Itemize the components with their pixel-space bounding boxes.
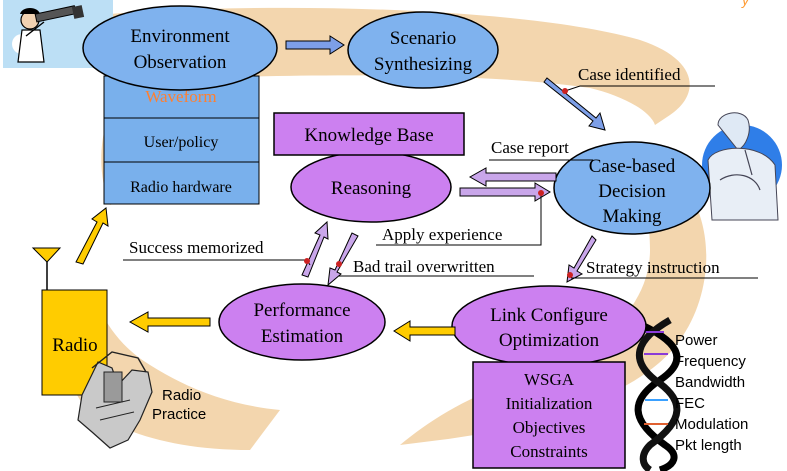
arrow-link-to-performance <box>393 320 456 342</box>
arrow-performance-to-radio <box>128 311 211 333</box>
top-right-fragment: y <box>741 0 750 8</box>
reasoning-label: Reasoning <box>331 178 412 199</box>
radio-practice-line1: Radio <box>162 387 201 404</box>
arrow-bad-trail-overwritten <box>327 232 359 287</box>
param-frequency: Frequency <box>675 353 746 370</box>
link-config-label-line1: Link Configure <box>490 305 608 326</box>
scenario-synthesizing-node <box>347 11 499 89</box>
knowledge-base-label: Knowledge Base <box>304 125 433 146</box>
apply-experience-label: Apply experience <box>382 225 502 244</box>
knowledge-base-box <box>273 112 465 156</box>
wsga-line-3: Objectives <box>513 418 586 437</box>
arrow-case-report <box>468 167 557 187</box>
leader-case-identified <box>564 85 715 92</box>
arrow-scenario-to-case <box>543 77 606 131</box>
arrow-success-memorized <box>301 220 329 278</box>
scenario-label-line1: Scenario <box>390 28 456 49</box>
leader-success-memorized <box>123 259 311 266</box>
dna-helix-icon <box>628 316 681 471</box>
wsga-line-2: Initialization <box>506 394 593 413</box>
case-based-decision-node <box>553 141 711 235</box>
scenario-label-line2: Synthesizing <box>374 54 473 75</box>
param-modulation: Modulation <box>675 416 748 433</box>
arrow-env-to-scenario <box>285 35 345 55</box>
case-identified-label: Case identified <box>578 65 681 84</box>
environment-label-line1: Environment <box>130 26 230 47</box>
environment-box: Waveform User/policy Radio hardware <box>103 75 260 205</box>
case-report-label: Case report <box>491 138 569 157</box>
waveform-label: Waveform <box>145 87 216 106</box>
arrow-radio-to-environment <box>75 207 109 265</box>
performance-label-line1: Performance <box>253 300 350 321</box>
environment-observation-node <box>82 5 278 91</box>
link-config-label-line2: Optimization <box>499 330 600 351</box>
success-memorized-label: Success memorized <box>129 238 264 257</box>
callout-lines <box>123 85 758 279</box>
param-power: Power <box>675 332 718 349</box>
case-based-label-line2: Decision <box>598 181 666 202</box>
user-policy-label: User/policy <box>144 134 219 151</box>
param-fec: FEC <box>675 395 705 412</box>
leader-apply-experience <box>376 193 542 246</box>
case-based-label-line3: Making <box>602 206 662 227</box>
radio-practice-line2: Practice <box>152 406 206 423</box>
param-bandwidth: Bandwidth <box>675 374 745 391</box>
performance-estimation-node <box>218 283 386 361</box>
wsga-box <box>472 361 626 469</box>
robotic-hand-icon <box>77 351 153 449</box>
case-based-label-line1: Case-based <box>589 156 676 177</box>
performance-label-line2: Estimation <box>261 326 344 347</box>
wsga-line-1: WSGA <box>524 370 575 389</box>
parameter-list: Power Frequency Bandwidth FEC Modulation… <box>675 332 748 454</box>
link-configure-optimization-node <box>451 285 647 367</box>
environment-label-line2: Observation <box>134 52 227 73</box>
param-pkt-length: Pkt length <box>675 437 742 454</box>
radio-hardware-label: Radio hardware <box>130 179 232 196</box>
radio-label: Radio <box>52 335 97 356</box>
bad-trail-label: Bad trail overwritten <box>353 257 495 276</box>
strategy-instruction-label: Strategy instruction <box>586 258 720 277</box>
wsga-line-4: Constraints <box>510 442 587 461</box>
antenna-icon <box>31 247 62 290</box>
thinking-statue-icon <box>702 112 782 221</box>
arrow-apply-experience <box>459 182 551 202</box>
